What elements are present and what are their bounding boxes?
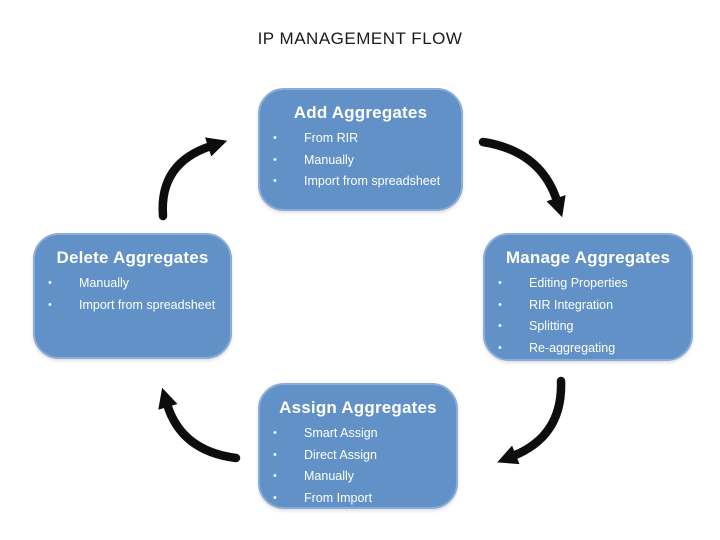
list-item: Manually	[35, 273, 230, 295]
node-item-list: Editing Properties RIR Integration Split…	[485, 273, 691, 359]
node-delete-aggregates: Delete Aggregates Manually Import from s…	[33, 233, 232, 359]
node-assign-aggregates: Assign Aggregates Smart Assign Direct As…	[258, 383, 458, 509]
node-add-aggregates: Add Aggregates From RIR Manually Import …	[258, 88, 463, 211]
node-title: Delete Aggregates	[56, 248, 209, 267]
node-title: Assign Aggregates	[279, 398, 437, 417]
list-item: From RIR	[260, 128, 461, 150]
list-item: Splitting	[485, 316, 691, 338]
list-item: Re-aggregating	[485, 338, 691, 360]
node-manage-aggregates: Manage Aggregates Editing Properties RIR…	[483, 233, 693, 361]
node-title: Add Aggregates	[293, 103, 428, 122]
curved-arrow-manage-to-assign-icon	[497, 376, 566, 465]
page-title: IP MANAGEMENT FLOW	[257, 29, 463, 48]
list-item: Manually	[260, 466, 456, 488]
node-title: Manage Aggregates	[505, 248, 671, 267]
list-item: Editing Properties	[485, 273, 691, 295]
curved-arrow-add-to-manage-icon	[478, 137, 566, 218]
node-item-list: Manually Import from spreadsheet	[35, 273, 230, 316]
node-item-list: Smart Assign Direct Assign Manually From…	[260, 423, 456, 509]
list-item: Import from spreadsheet	[260, 171, 461, 193]
list-item: Manually	[260, 150, 461, 172]
curved-arrow-assign-to-delete-icon	[158, 387, 241, 463]
curved-arrow-delete-to-add-icon	[158, 137, 228, 221]
list-item: From Import	[260, 488, 456, 510]
node-item-list: From RIR Manually Import from spreadshee…	[260, 128, 461, 193]
list-item: Smart Assign	[260, 423, 456, 445]
list-item: Direct Assign	[260, 445, 456, 467]
list-item: Import from spreadsheet	[35, 295, 230, 317]
list-item: RIR Integration	[485, 295, 691, 317]
